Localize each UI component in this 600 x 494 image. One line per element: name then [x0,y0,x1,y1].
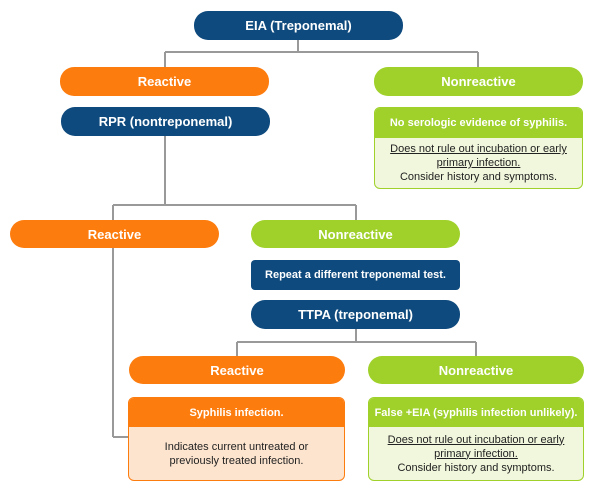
panel-line: previously treated infection. [169,454,304,467]
level3-reactive-node: Reactive [129,356,345,384]
panel-line: Does not rule out incubation or early [387,433,565,446]
level2-reactive-node: Reactive [10,220,219,248]
panel-line: Indicates current untreated or [164,440,309,453]
level2-nonreactive-node: Nonreactive [251,220,460,248]
eia-treponemal-node: EIA (Treponemal) [194,11,403,40]
level1-nonreactive-node: Nonreactive [374,67,583,96]
no-serologic-evidence-panel: No serologic evidence of syphilis. Does … [374,107,583,189]
panel-header: False +EIA (syphilis infection unlikely)… [369,398,583,427]
panel-body: Does not rule out incubation or early pr… [369,427,583,480]
syphilis-infection-panel: Syphilis infection. Indicates current un… [128,397,345,481]
level1-reactive-node: Reactive [60,67,269,96]
panel-body: Does not rule out incubation or early pr… [375,138,582,188]
ttpa-treponemal-node: TTPA (treponemal) [251,300,460,329]
panel-line: primary infection. [434,447,518,460]
level3-nonreactive-node: Nonreactive [368,356,584,384]
panel-line: Does not rule out incubation or early [390,143,567,155]
repeat-treponemal-test-node: Repeat a different treponemal test. [251,260,460,290]
panel-header: Syphilis infection. [129,398,344,427]
panel-body: Indicates current untreated or previousl… [129,427,344,480]
panel-header: No serologic evidence of syphilis. [375,108,582,138]
panel-line: Consider history and symptoms. [399,171,558,183]
panel-line: primary infection. [436,157,521,169]
rpr-nontreponemal-node: RPR (nontreponemal) [61,107,270,136]
false-eia-panel: False +EIA (syphilis infection unlikely)… [368,397,584,481]
panel-line: Consider history and symptoms. [397,461,555,474]
